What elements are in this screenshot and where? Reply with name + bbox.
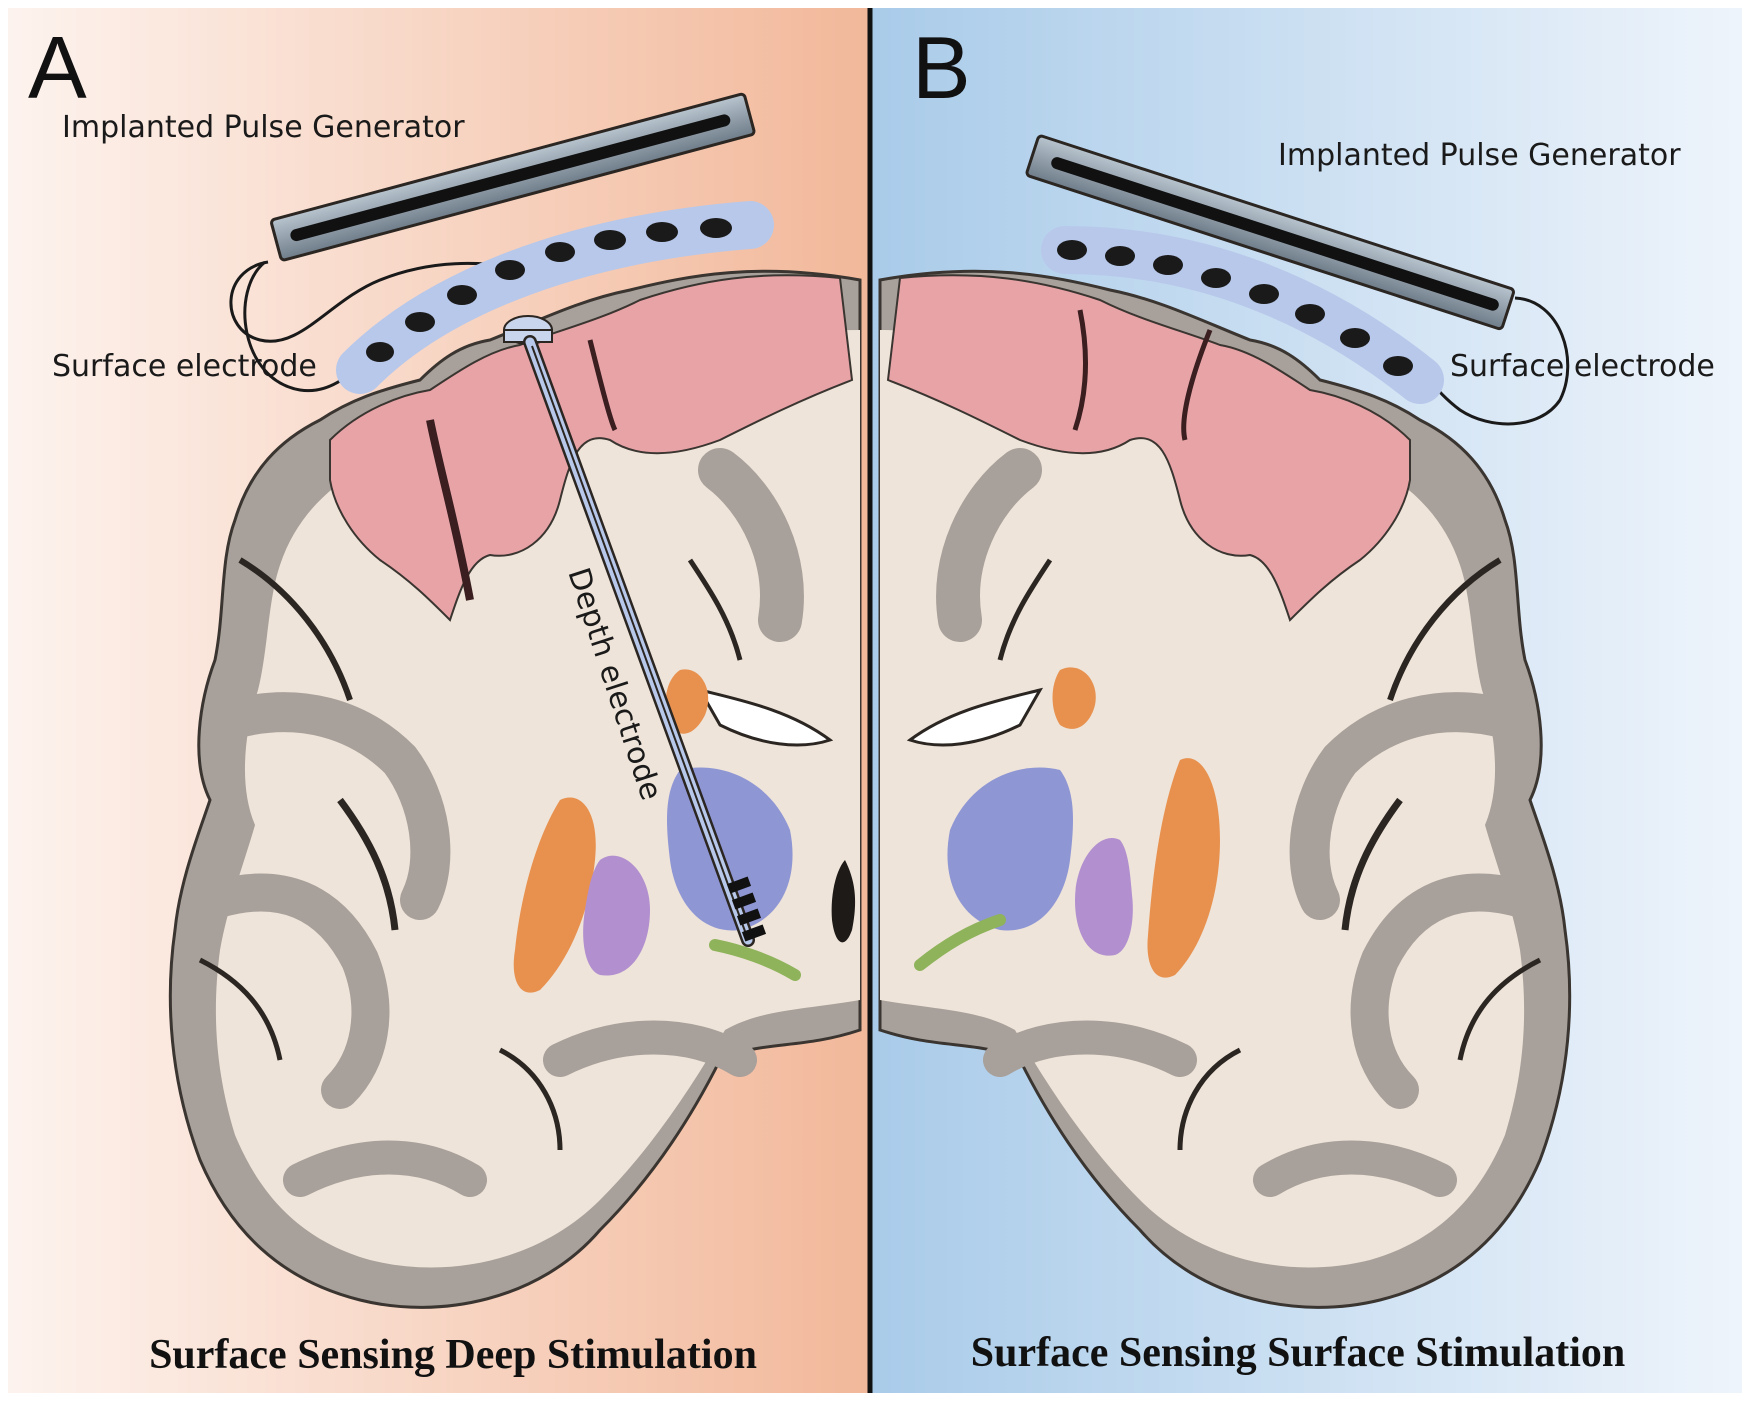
panel-a-midline	[831, 860, 856, 943]
panel-b-lead-wire	[1418, 296, 1570, 426]
panel-a-motor-sulcus	[426, 419, 474, 601]
panel-b-gyrus-fold	[983, 1020, 1197, 1077]
panel-a-pulse-generator	[270, 92, 756, 262]
panel-a-sulcus	[337, 797, 399, 931]
panel-a-brain	[168, 269, 862, 1309]
panel-b-putamen	[1147, 758, 1220, 978]
panel-b-thalamus	[947, 767, 1073, 931]
panel-a-letter: A	[28, 18, 87, 117]
panel-b-ventricle	[906, 687, 1044, 747]
panel-b-caudate	[1052, 667, 1096, 729]
panel-a-putamen	[513, 797, 596, 993]
panel-a-gyrus-fold	[543, 1020, 757, 1077]
panel-a-gyrus-fold	[210, 692, 451, 920]
panel-b-motor-cortex	[886, 274, 1411, 622]
panel-a-caption: Surface Sensing Deep Stimulation	[149, 1332, 757, 1378]
panel-a-gyrus-fold	[283, 1140, 487, 1197]
panel-b-globus-pallidus	[1075, 838, 1133, 956]
panel-b-surface-label: Surface electrode	[1450, 349, 1715, 384]
panel-a-surface-label: Surface electrode	[52, 349, 317, 384]
panel-b-sulcus	[1457, 957, 1542, 1061]
panel-a-motor-cortex	[329, 274, 854, 622]
panel-b-caption: Surface Sensing Surface Stimulation	[971, 1330, 1626, 1376]
panel-a-gyrus-fold	[698, 448, 804, 642]
panel-b-pulse-generator	[1025, 134, 1515, 331]
panel-b-sulcus	[997, 558, 1053, 661]
panel-b-gyrus-fold	[1289, 692, 1530, 920]
panel-b-sulcus	[1387, 557, 1502, 701]
panel-a-sulcus	[198, 957, 283, 1061]
panel-b-generator-label: Implanted Pulse Generator	[1278, 138, 1681, 173]
panel-a-depth-electrode	[503, 315, 767, 947]
panel-a-sulcus	[498, 1047, 563, 1151]
panel-a-motor-sulcus	[587, 339, 618, 432]
panel-b-gyrus-fold	[1350, 873, 1544, 1109]
panel-a-lead-wire	[229, 260, 531, 343]
panel-a-gyrus-fold	[196, 873, 390, 1109]
panel-b-gyrus-fold	[936, 448, 1042, 642]
panel-b-brain	[878, 269, 1572, 1309]
panel-a-generator-label: Implanted Pulse Generator	[62, 110, 465, 145]
panel-b-motor-sulcus	[1072, 309, 1088, 431]
panel-b-sulcus	[1177, 1047, 1242, 1151]
panel-a-globus-pallidus	[583, 855, 650, 976]
panel-a-sulcus	[238, 557, 353, 701]
panel-b-motor-sulcus	[1181, 329, 1213, 441]
panel-b-gyrus-fold	[1253, 1140, 1457, 1197]
panel-b-subthalamic	[914, 914, 1006, 971]
panel-a-sulcus	[687, 558, 743, 661]
panel-a-subthalamic	[709, 939, 801, 981]
panel-b-letter: B	[912, 18, 971, 117]
panel-b-sulcus	[1341, 797, 1403, 931]
panel-b-surface-electrode	[1041, 226, 1444, 404]
panel-a-ventricle	[696, 687, 834, 747]
panel-a-surface-electrode	[336, 201, 774, 394]
panel-a-caudate	[665, 669, 709, 734]
